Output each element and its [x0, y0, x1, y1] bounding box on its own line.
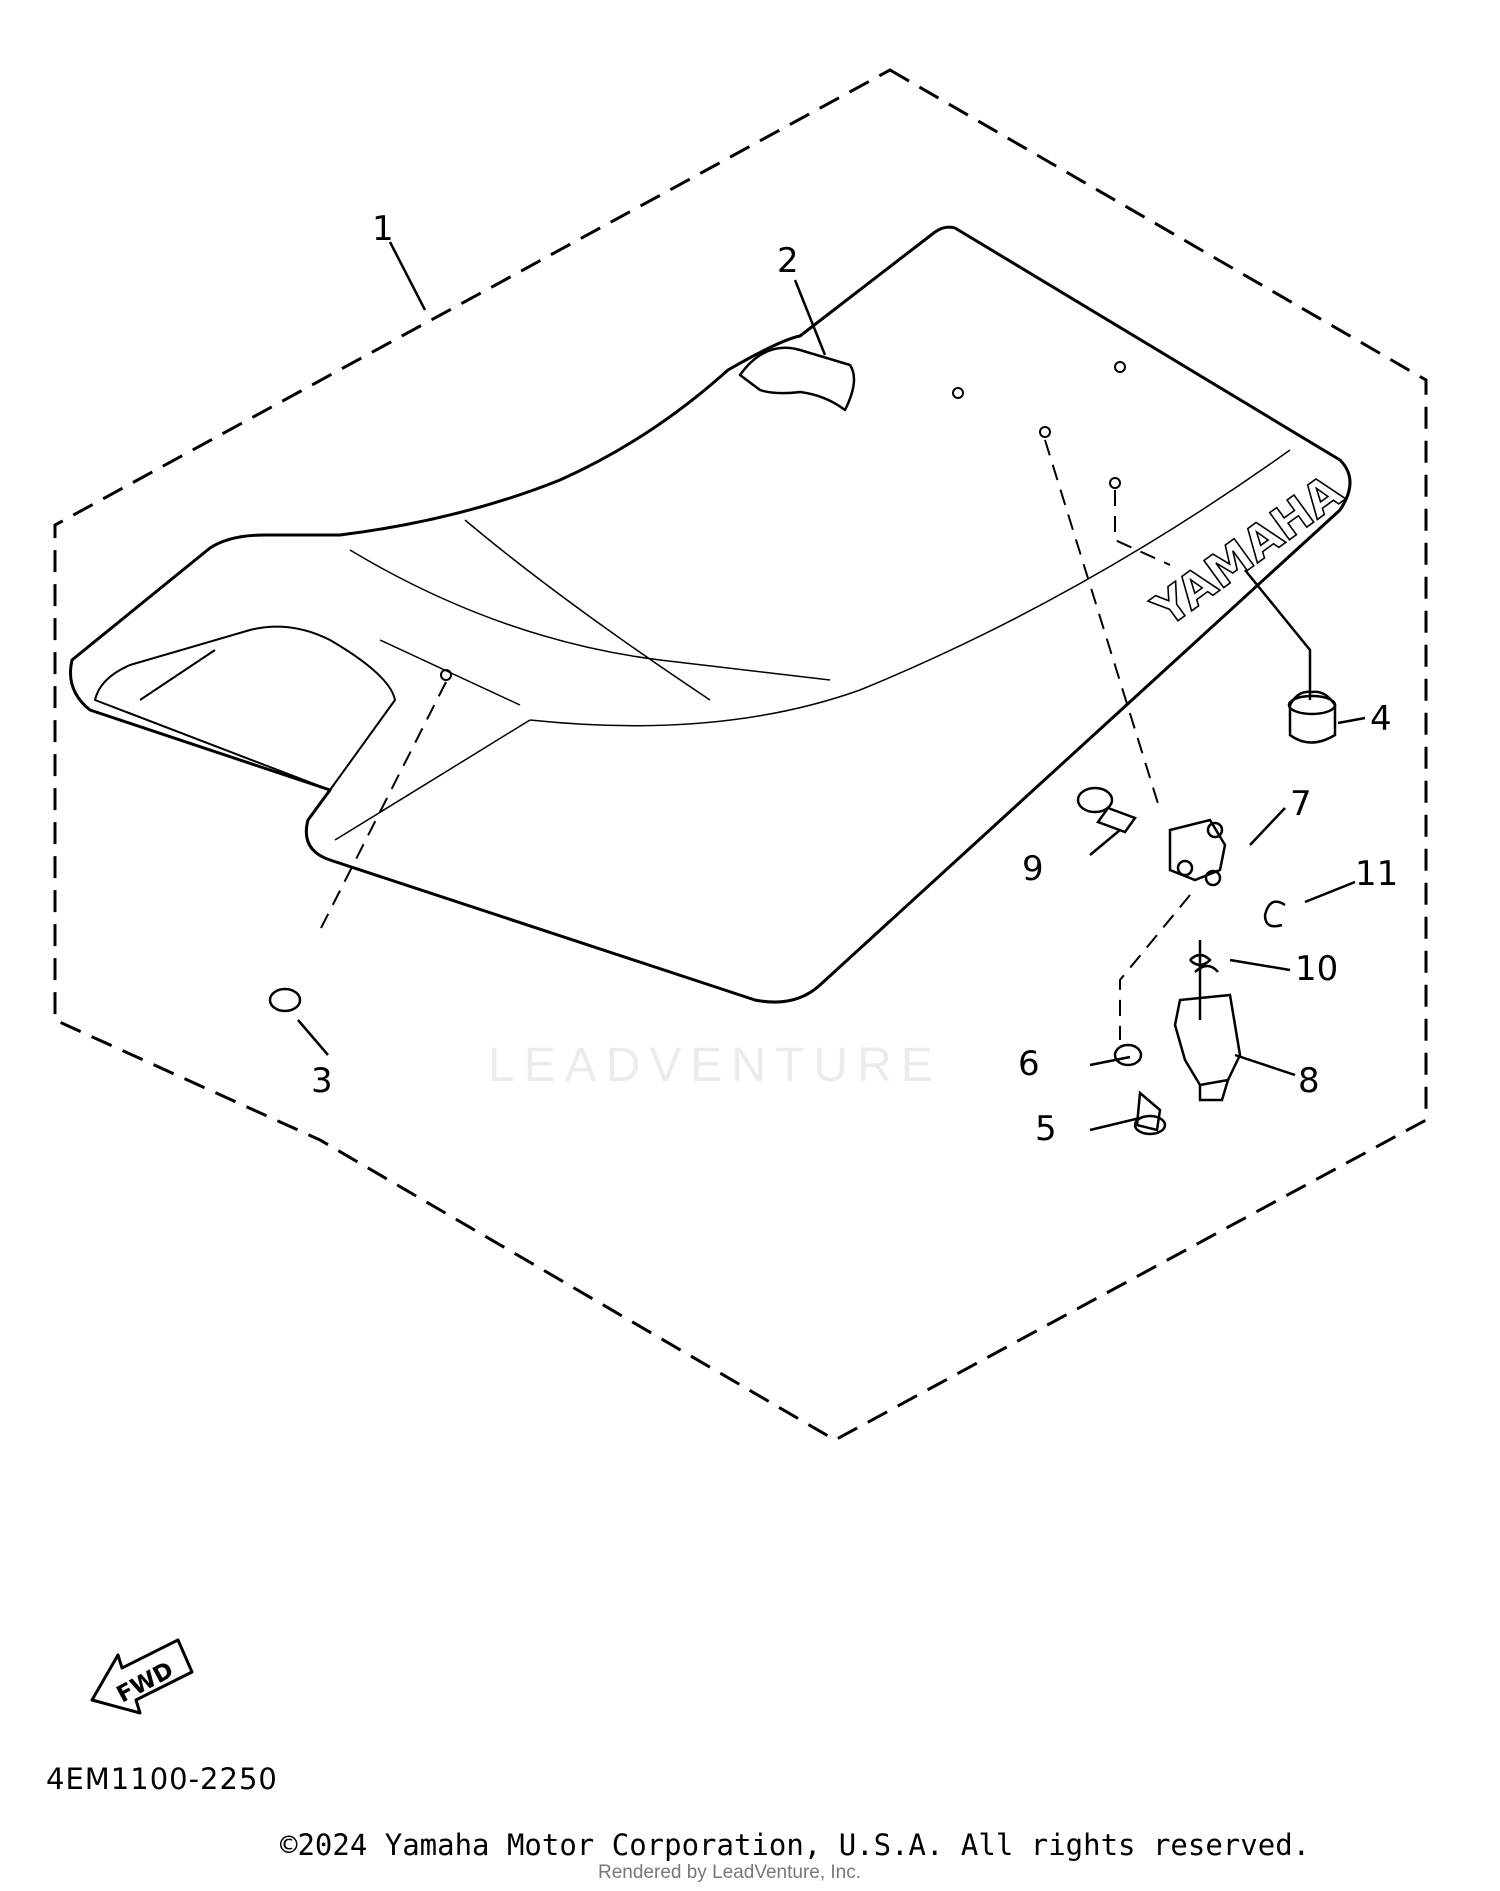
assembly-lines [319, 439, 1191, 1040]
callout-11: 11 [1355, 854, 1398, 894]
callout-3: 3 [311, 1061, 333, 1101]
callout-5: 5 [1035, 1109, 1057, 1149]
callout-6: 6 [1018, 1044, 1040, 1084]
copyright-text: ©2024 Yamaha Motor Corporation, U.S.A. A… [280, 1828, 1311, 1862]
callout-10: 10 [1295, 949, 1338, 989]
mounting-holes [440, 361, 1126, 681]
callout-4: 4 [1370, 699, 1392, 739]
callouts: 1 2 3 4 5 6 7 8 9 10 11 [311, 209, 1398, 1149]
leader-lines [297, 241, 1366, 1132]
callout-1: 1 [372, 209, 394, 249]
diagram-code: 4EM1100-2250 [46, 1762, 278, 1796]
seat [69, 225, 1352, 1004]
seat-brand-text: YAMAHA [1142, 464, 1353, 638]
assembly-boundary [53, 68, 1428, 1442]
callout-2: 2 [777, 241, 799, 281]
watermark: LEADVENTURE [488, 1039, 942, 1092]
rendered-by-text: Rendered by LeadVenture, Inc. [598, 1862, 862, 1883]
callout-9: 9 [1022, 849, 1044, 889]
callout-8: 8 [1298, 1061, 1320, 1101]
fwd-arrow-icon: FWD [90, 1638, 194, 1715]
callout-7: 7 [1290, 784, 1312, 824]
small-parts [268, 690, 1337, 1136]
